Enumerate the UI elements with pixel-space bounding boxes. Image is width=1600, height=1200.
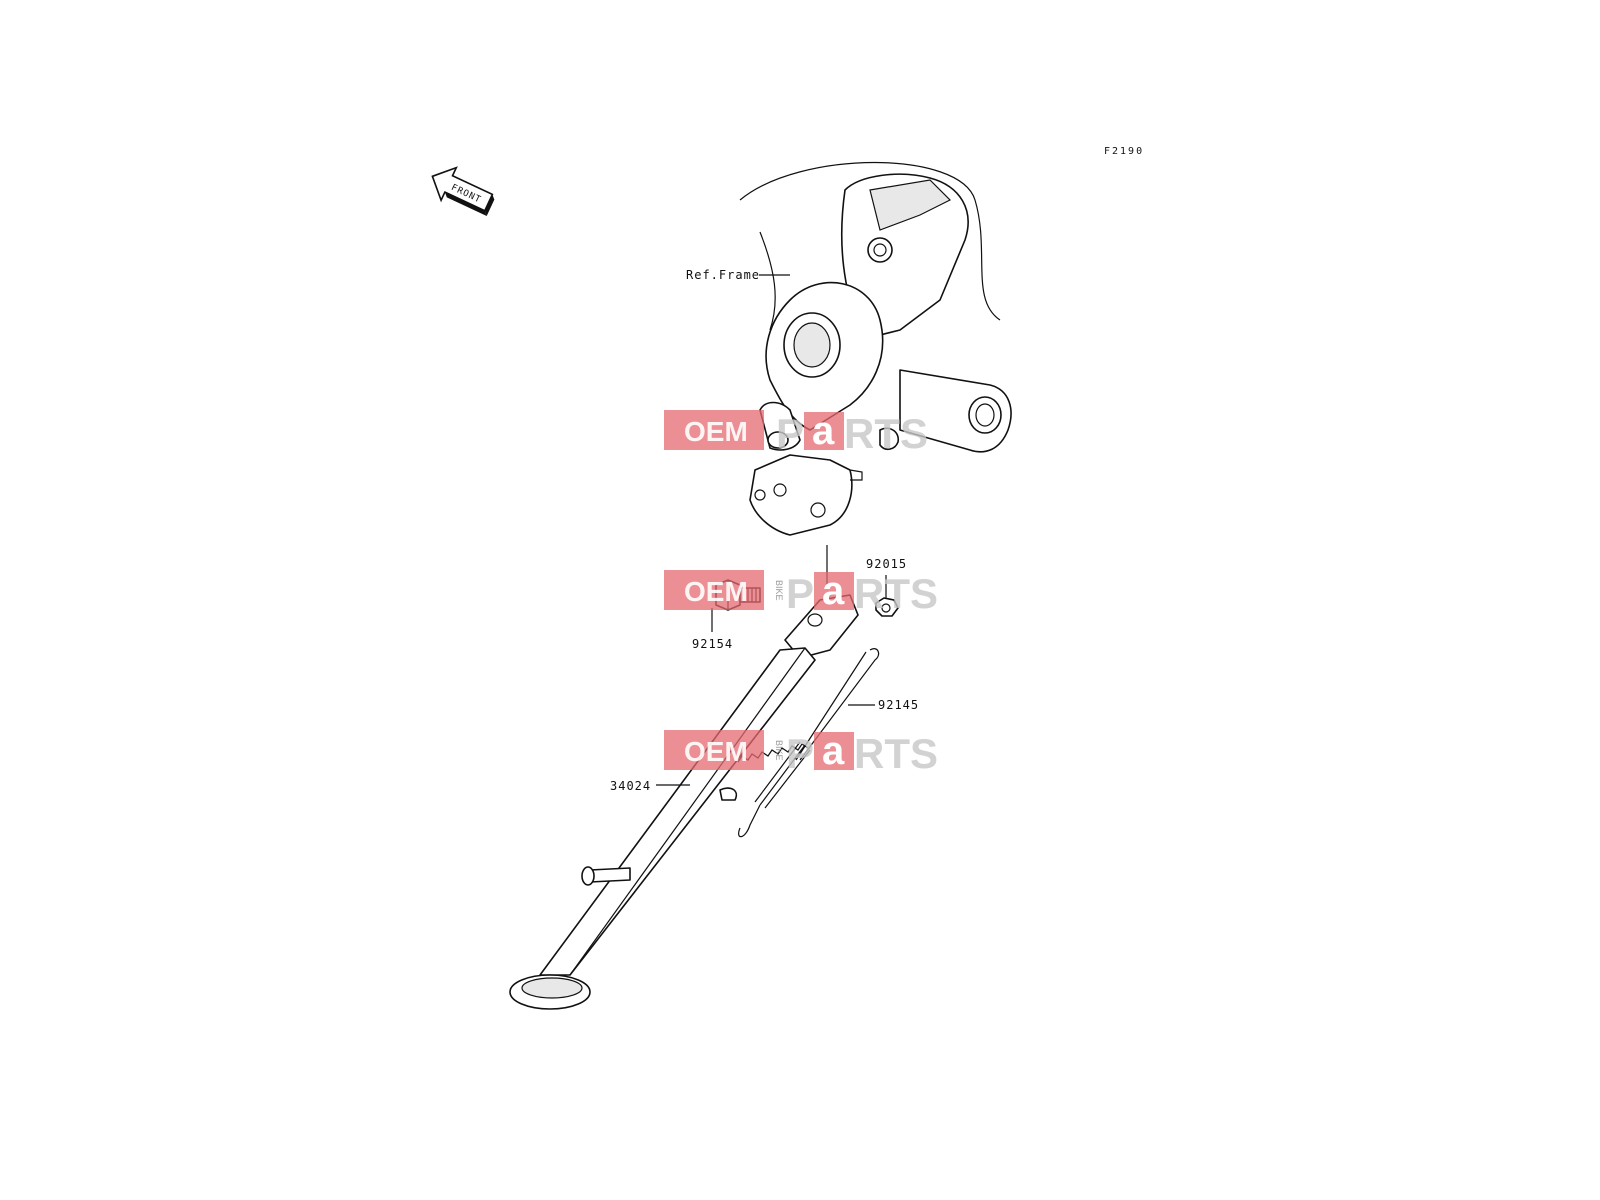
svg-text:P: P — [776, 410, 804, 457]
svg-text:RTS: RTS — [854, 730, 938, 777]
svg-text:RTS: RTS — [854, 570, 938, 617]
front-arrow-icon: FRONT — [431, 166, 495, 216]
callout-92145: 92145 — [878, 698, 919, 712]
spring-part — [737, 648, 880, 838]
svg-text:P: P — [786, 730, 814, 777]
watermark-1: OEM P a RTS — [664, 409, 928, 457]
svg-text:OEM: OEM — [684, 736, 748, 767]
diagram-code: F2190 — [1104, 146, 1144, 157]
nut-part — [875, 597, 899, 617]
side-stand-part — [509, 594, 859, 1010]
svg-text:P: P — [786, 570, 814, 617]
callout-92015: 92015 — [866, 557, 907, 571]
svg-text:a: a — [812, 409, 835, 453]
svg-text:BIKE: BIKE — [774, 740, 784, 761]
ref-frame-label: Ref.Frame — [686, 268, 760, 282]
callout-92154: 92154 — [692, 637, 733, 651]
svg-text:BIKE: BIKE — [774, 580, 784, 601]
svg-text:a: a — [822, 729, 845, 773]
watermark-3: OEM BIKE P a RTS — [664, 729, 938, 777]
svg-text:OEM: OEM — [684, 576, 748, 607]
svg-text:RTS: RTS — [844, 410, 928, 457]
callout-34024: 34024 — [610, 779, 651, 793]
watermark-2: OEM BIKE P a RTS — [664, 569, 938, 617]
frame-drawing — [739, 161, 1012, 536]
svg-text:a: a — [822, 569, 845, 613]
svg-text:OEM: OEM — [684, 416, 748, 447]
